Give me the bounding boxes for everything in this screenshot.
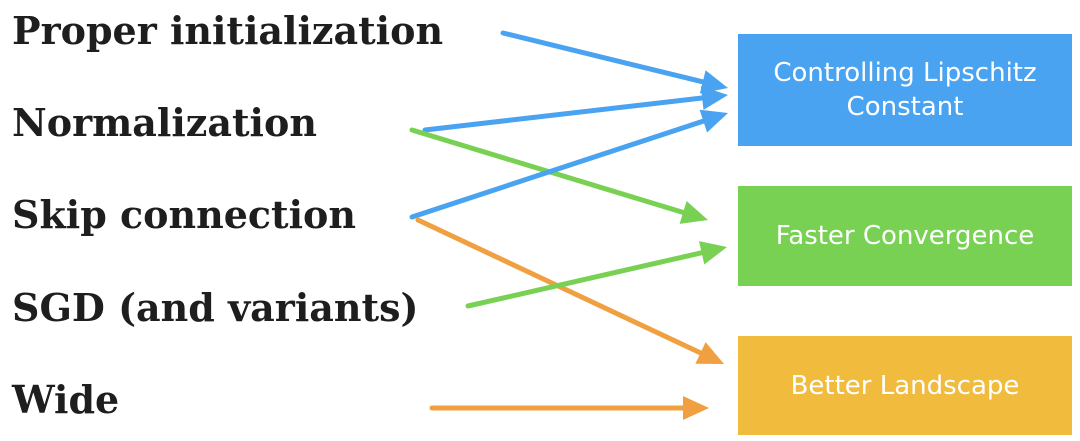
arrow-line xyxy=(409,118,708,220)
arrow-head xyxy=(699,109,728,133)
technique-normalization: Normalization xyxy=(12,100,317,145)
arrow-head xyxy=(679,201,708,224)
arrow-head xyxy=(695,342,724,364)
arrow-line xyxy=(422,95,707,133)
technique-skip-connection: Skip connection xyxy=(12,192,357,237)
arrow-head xyxy=(683,396,709,420)
technique-wide: Wide xyxy=(12,377,120,422)
arrow-head xyxy=(699,70,728,94)
arrow-line xyxy=(500,30,708,85)
technique-proper-initialization: Proper initialization xyxy=(12,8,444,53)
arrow-line xyxy=(465,249,707,309)
outcome-label-convergence: Faster Convergence xyxy=(775,221,1035,251)
outcome-label-landscape: Better Landscape xyxy=(790,370,1020,401)
arrow-head xyxy=(699,241,727,265)
outcome-box-landscape: Better Landscape xyxy=(738,336,1072,435)
outcome-box-lipschitz: Controlling Lipschitz Constant xyxy=(738,34,1072,146)
technique-sgd: SGD (and variants) xyxy=(12,285,419,330)
arrow-head xyxy=(700,86,728,110)
outcome-box-convergence: Faster Convergence xyxy=(738,186,1072,286)
outcome-label-lipschitz: Controlling Lipschitz Constant xyxy=(773,58,1037,122)
